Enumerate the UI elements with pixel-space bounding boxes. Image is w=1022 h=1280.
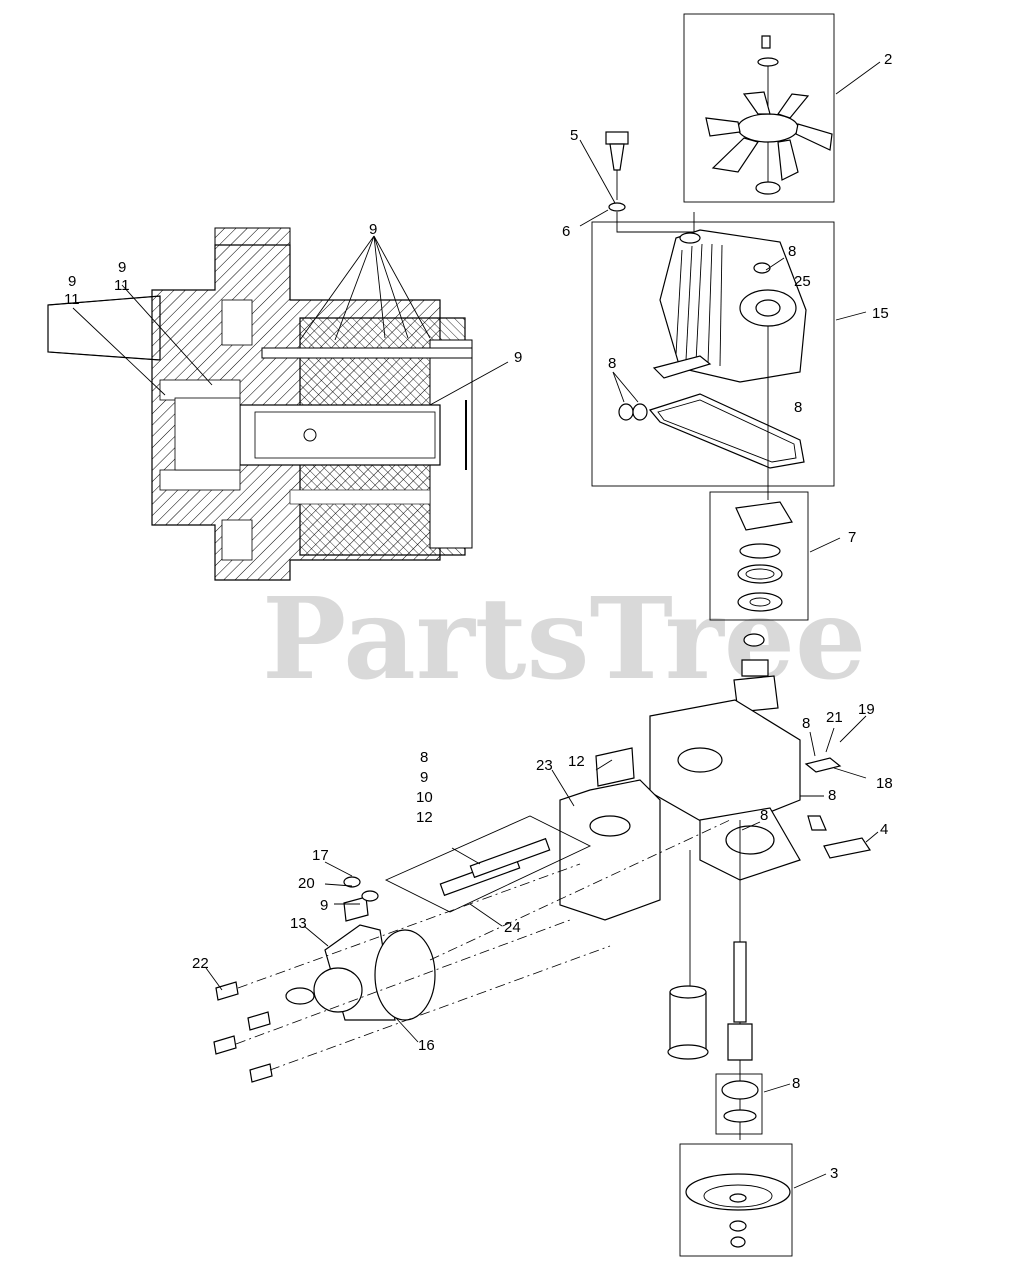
callout-10: 10: [416, 789, 433, 806]
callout-9: 9: [118, 259, 126, 276]
callout-12: 12: [416, 809, 433, 826]
callout-9: 9: [514, 349, 522, 366]
callout-13: 13: [290, 915, 307, 932]
callout-8: 8: [792, 1075, 800, 1092]
callout-25: 25: [794, 273, 811, 290]
fill-cap-assembly: [579, 131, 695, 233]
callout-20: 20: [298, 875, 315, 892]
callout-17: 17: [312, 847, 329, 864]
callout-9: 9: [369, 221, 377, 238]
pulley-assembly: [679, 1143, 827, 1257]
callout-9: 9: [420, 769, 428, 786]
callout-18: 18: [876, 775, 893, 792]
thrust-bearing: [715, 1073, 791, 1135]
callout-22: 22: [192, 955, 209, 972]
callout-19: 19: [858, 701, 875, 718]
callout-9: 9: [320, 897, 328, 914]
callout-15: 15: [872, 305, 889, 322]
housing-cover-assembly: [591, 221, 867, 500]
cross-section-view: [47, 227, 509, 581]
callout-12: 12: [568, 753, 585, 770]
callout-5: 5: [570, 127, 578, 144]
bearing-pack: [709, 491, 841, 621]
callout-4: 4: [880, 821, 888, 838]
callout-8: 8: [420, 749, 428, 766]
pump-motor-assembly: [205, 747, 731, 1083]
output-shaft: [667, 850, 753, 1061]
callout-8: 8: [794, 399, 802, 416]
callout-23: 23: [536, 757, 553, 774]
callout-6: 6: [562, 223, 570, 240]
callout-2: 2: [884, 51, 892, 68]
main-case: [649, 633, 879, 1140]
callout-21: 21: [826, 709, 843, 726]
callout-8: 8: [760, 807, 768, 824]
callout-11: 11: [64, 291, 80, 308]
callout-9: 9: [68, 273, 76, 290]
callout-7: 7: [848, 529, 856, 546]
callout-8: 8: [788, 243, 796, 260]
callout-8: 8: [608, 355, 616, 372]
callout-8: 8: [802, 715, 810, 732]
callout-11: 11: [114, 277, 130, 294]
cooling-fan: [683, 13, 881, 203]
callout-8: 8: [828, 787, 836, 804]
callout-24: 24: [504, 919, 521, 936]
callout-16: 16: [418, 1037, 435, 1054]
callout-labels: 2 5 6 8 25 15 8 8 7 9 9 11 9 11 9 8 21 1…: [64, 51, 893, 1182]
callout-3: 3: [830, 1165, 838, 1182]
